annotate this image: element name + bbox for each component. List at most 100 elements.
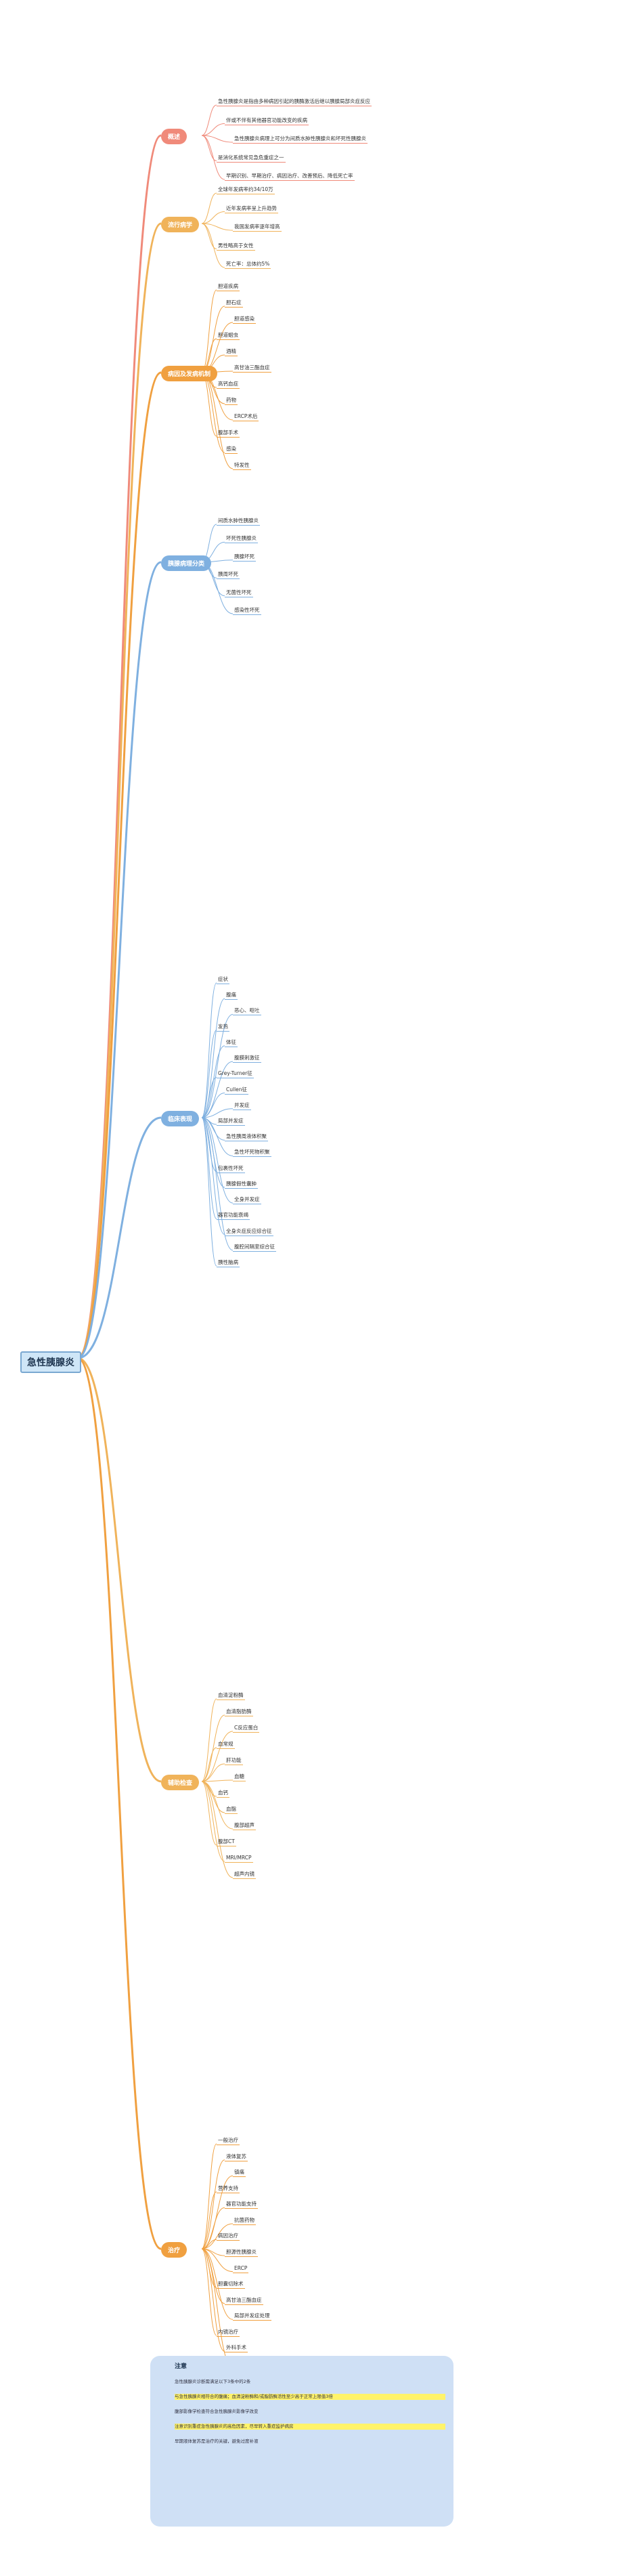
section-epi[interactable]: 流行病学 — [161, 217, 200, 232]
item-epi-2[interactable]: 我国发病率逐年增高 — [233, 224, 282, 232]
item-diag-8[interactable]: 腹部超声 — [233, 1822, 256, 1830]
item-treat-4[interactable]: 器官功能支持 — [225, 2201, 258, 2210]
item-diag-4[interactable]: 肝功能 — [225, 1757, 243, 1765]
item-etio-10[interactable]: 感染 — [225, 446, 238, 454]
item-def-2[interactable]: 急性胰腺炎病理上可分为间质水肿性胰腺炎和坏死性胰腺炎 — [233, 135, 368, 144]
connector-line — [201, 322, 234, 373]
connector-line — [201, 1698, 217, 1782]
tip-line-1: 与急性胰腺炎相符合的腹痛；血清淀粉酶和/或脂肪酶活性至少高于正常上限值3倍 — [175, 2394, 445, 2400]
item-epi-1[interactable]: 近年发病率呈上升趋势 — [225, 205, 278, 213]
item-path-5[interactable]: 感染性坏死 — [233, 607, 261, 615]
item-etio-8[interactable]: ERCP术后 — [233, 413, 259, 421]
item-diag-6[interactable]: 血钙 — [217, 1790, 229, 1798]
item-clin-13[interactable]: 胰腺假性囊肿 — [225, 1181, 258, 1189]
item-treat-8[interactable]: ERCP — [233, 2265, 249, 2273]
item-clin-3[interactable]: 发热 — [217, 1023, 229, 1032]
item-clin-6[interactable]: Grey-Turner征 — [217, 1070, 254, 1079]
item-def-0[interactable]: 急性胰腺炎是指由多种病因引起的胰酶激活后继以胰腺局部炎症反应 — [217, 98, 372, 106]
connector-line — [201, 1731, 234, 1782]
item-clin-15[interactable]: 器官功能衰竭 — [217, 1212, 250, 1221]
item-treat-1[interactable]: 液体复苏 — [225, 2153, 248, 2161]
item-diag-5[interactable]: 血糖 — [233, 1773, 246, 1781]
item-diag-10[interactable]: MRI/MRCP — [225, 1855, 253, 1863]
item-clin-5[interactable]: 腹膜刺激征 — [233, 1055, 261, 1063]
connector-line — [201, 223, 217, 249]
connector-line — [77, 1116, 162, 1359]
item-clin-14[interactable]: 全身并发症 — [233, 1196, 261, 1205]
item-clin-12[interactable]: 包裹性坏死 — [217, 1165, 245, 1173]
item-clin-4[interactable]: 体征 — [225, 1039, 238, 1047]
item-etio-7[interactable]: 药物 — [225, 397, 238, 405]
item-treat-13[interactable]: 外科手术 — [225, 2344, 248, 2353]
item-clin-11[interactable]: 急性坏死物积聚 — [233, 1149, 271, 1158]
item-clin-17[interactable]: 腹腔间隔室综合征 — [233, 1244, 276, 1252]
item-treat-0[interactable]: 一般治疗 — [217, 2137, 240, 2145]
item-etio-9[interactable]: 腹部手术 — [217, 429, 240, 438]
section-path[interactable]: 胰腺病理分类 — [161, 555, 212, 571]
item-treat-5[interactable]: 抗菌药物 — [233, 2217, 256, 2225]
item-clin-1[interactable]: 腹痛 — [225, 992, 238, 1000]
item-etio-1[interactable]: 胆石症 — [225, 299, 243, 308]
section-diag[interactable]: 辅助检查 — [161, 1775, 200, 1790]
item-etio-6[interactable]: 高钙血症 — [217, 381, 240, 389]
section-etio[interactable]: 病因及发病机制 — [161, 366, 218, 381]
connector-line — [77, 1357, 162, 1783]
item-path-4[interactable]: 无菌性坏死 — [225, 589, 253, 597]
connector-line — [201, 1117, 234, 1251]
section-treat[interactable]: 治疗 — [161, 2242, 187, 2258]
connector-line — [201, 223, 225, 268]
item-clin-0[interactable]: 症状 — [217, 976, 229, 984]
item-def-1[interactable]: 伴或不伴有其他器官功能改变的疾病 — [225, 117, 309, 125]
item-treat-10[interactable]: 高甘油三酯血症 — [225, 2297, 263, 2305]
item-def-4[interactable]: 早期识别、早期治疗、病因治疗、改善预后、降低死亡率 — [225, 173, 355, 181]
item-epi-3[interactable]: 男性略高于女性 — [217, 242, 255, 251]
section-def[interactable]: 概述 — [161, 129, 187, 144]
connector-line — [201, 123, 225, 136]
item-diag-0[interactable]: 血清淀粉酶 — [217, 1692, 245, 1700]
item-def-3[interactable]: 是消化系统常见急危重症之一 — [217, 154, 286, 163]
item-epi-0[interactable]: 全球年发病率约34/10万 — [217, 186, 275, 194]
root-node[interactable]: 急性胰腺炎 — [20, 1351, 81, 1373]
item-diag-3[interactable]: 血常规 — [217, 1741, 235, 1749]
item-etio-2[interactable]: 胆道感染 — [233, 316, 256, 324]
item-treat-12[interactable]: 内镜治疗 — [217, 2329, 240, 2337]
item-diag-2[interactable]: C反应蛋白 — [233, 1725, 260, 1733]
item-diag-11[interactable]: 超声内镜 — [233, 1871, 256, 1879]
item-path-1[interactable]: 坏死性胰腺炎 — [225, 535, 258, 544]
item-clin-18[interactable]: 胰性脑病 — [217, 1259, 240, 1267]
item-treat-3[interactable]: 营养支持 — [217, 2185, 240, 2193]
item-treat-6[interactable]: 病因治疗 — [217, 2233, 240, 2241]
connector-line — [201, 2248, 217, 2336]
item-clin-9[interactable]: 局部并发症 — [217, 1118, 245, 1126]
connector-line — [201, 1108, 234, 1118]
connector-line — [201, 1779, 234, 1782]
item-path-0[interactable]: 间质水肿性胰腺炎 — [217, 518, 260, 526]
item-treat-9[interactable]: 胆囊切除术 — [217, 2281, 245, 2289]
connector-line — [201, 1781, 217, 1846]
item-treat-2[interactable]: 镇痛 — [233, 2169, 246, 2178]
connector-line — [201, 2248, 225, 2352]
item-diag-1[interactable]: 血清脂肪酶 — [225, 1708, 253, 1716]
item-etio-3[interactable]: 胆道蛔虫 — [217, 332, 240, 340]
item-clin-10[interactable]: 急性胰周液体积聚 — [225, 1133, 268, 1142]
item-path-3[interactable]: 胰周坏死 — [217, 571, 240, 580]
item-diag-9[interactable]: 腹部CT — [217, 1838, 236, 1846]
item-treat-11[interactable]: 局部并发症处理 — [233, 2313, 271, 2321]
connector-line — [201, 2248, 234, 2273]
item-etio-5[interactable]: 高甘油三酯血症 — [233, 364, 271, 373]
item-etio-0[interactable]: 胆道疾病 — [217, 283, 240, 291]
item-etio-11[interactable]: 特发性 — [233, 462, 251, 470]
item-treat-7[interactable]: 胆源性胰腺炎 — [225, 2249, 258, 2257]
item-clin-2[interactable]: 恶心、呕吐 — [233, 1007, 261, 1016]
tip-line-3: 注意识别重症急性胰腺炎的高危因素，尽早转入重症监护病房 — [175, 2424, 445, 2430]
section-clin[interactable]: 临床表现 — [161, 1111, 200, 1126]
item-clin-16[interactable]: 全身炎症反应综合征 — [225, 1228, 273, 1236]
item-diag-7[interactable]: 血脂 — [225, 1806, 238, 1814]
item-path-2[interactable]: 胰腺坏死 — [233, 553, 256, 562]
connector-line — [77, 1357, 162, 2250]
item-clin-7[interactable]: Cullen征 — [225, 1086, 249, 1095]
item-etio-4[interactable]: 酒精 — [225, 348, 238, 356]
item-clin-8[interactable]: 并发症 — [233, 1102, 251, 1110]
connector-line — [201, 1045, 225, 1118]
item-epi-4[interactable]: 死亡率：总体约5% — [225, 261, 271, 269]
